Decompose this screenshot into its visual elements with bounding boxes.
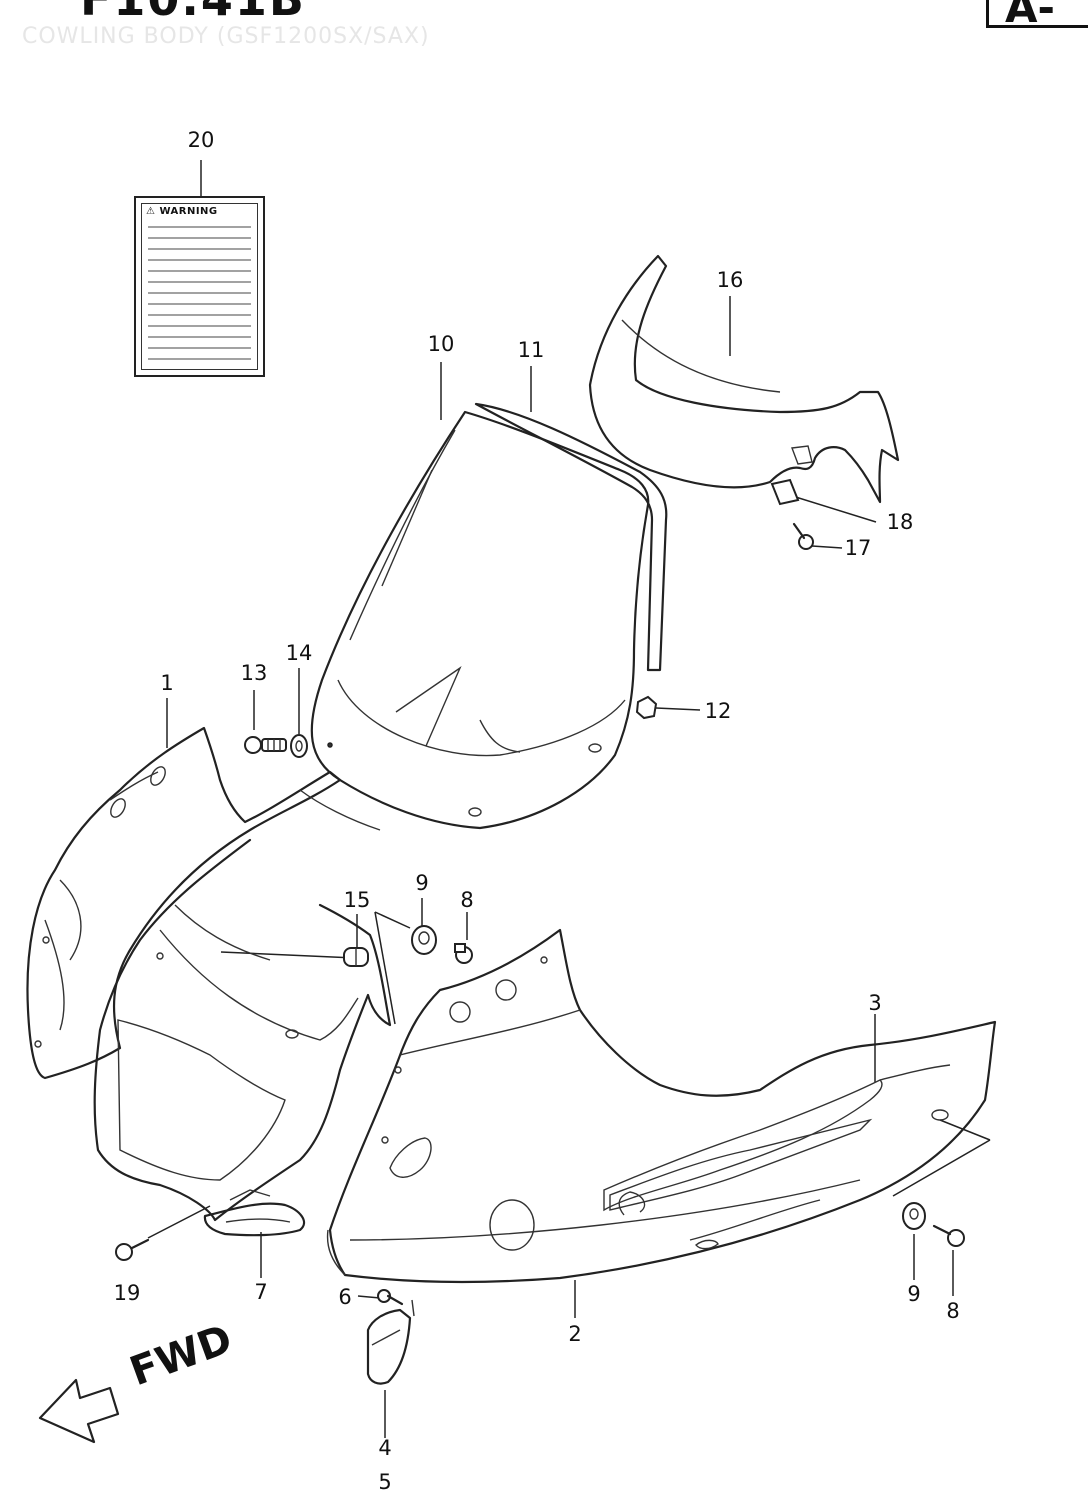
callout-7: 7: [254, 1280, 268, 1304]
part-1-left-side-cowl: [26, 726, 342, 1080]
leader-lines: [147, 160, 991, 1438]
callout-12: 12: [704, 699, 732, 723]
callout-13: 13: [240, 661, 268, 685]
part-4-5-small-cover: [366, 1299, 415, 1385]
part-13-screw: [244, 736, 287, 754]
callout-1: 1: [160, 671, 174, 695]
part-9-lower-spacer: [902, 1202, 926, 1230]
warning-heading: ⚠ WARNING: [146, 206, 218, 217]
part-19-screw: [115, 1238, 150, 1261]
callout-10: 10: [427, 332, 455, 356]
part-2-right-side-cowl: [326, 928, 997, 1284]
callout-20: 20: [187, 128, 215, 152]
part-11-trim: [474, 402, 668, 672]
callout-5: 5: [378, 1470, 392, 1494]
callout-19: 19: [113, 1281, 141, 1305]
part-20-warning-label: ⚠ WARNING: [134, 196, 265, 377]
callout-17: 17: [844, 536, 872, 560]
part-17-screw: [792, 522, 814, 550]
callout-8-lower: 8: [946, 1299, 960, 1323]
part-8-lower-bolt: [932, 1224, 965, 1247]
warning-label-frame: [141, 203, 258, 370]
part-18-clip: [770, 478, 800, 506]
part-6-screw: [377, 1289, 404, 1306]
diagram-title: F10.41B: [80, 0, 306, 26]
callout-9-upper: 9: [415, 871, 429, 895]
callout-15: 15: [343, 888, 371, 912]
callout-3: 3: [868, 991, 882, 1015]
forward-direction-arrow-icon: [38, 1378, 120, 1444]
callout-9-lower: 9: [907, 1282, 921, 1306]
part-7-bracket: [203, 1189, 306, 1237]
page-code-box: A-: [986, 0, 1088, 29]
warning-text-lines: [148, 226, 251, 363]
part-15-grommet: [343, 947, 369, 967]
part-16-inner-cover: [588, 254, 900, 504]
callout-6: 6: [338, 1285, 352, 1309]
part-10-windscreen: [310, 410, 650, 830]
callout-14: 14: [285, 641, 313, 665]
diagram-subtitle: COWLING BODY (GSF1200SX/SAX): [22, 24, 430, 49]
upper-cowl-headlight-frame: [93, 789, 392, 1222]
callout-8-upper: 8: [460, 888, 474, 912]
part-14-washer: [290, 734, 333, 758]
callout-11: 11: [517, 338, 545, 362]
part-9-upper-spacer: [411, 925, 437, 955]
part-8-upper-bolt: [454, 943, 473, 964]
callout-18: 18: [886, 510, 914, 534]
part-12-nut: [635, 695, 658, 720]
part-3-emblem: [603, 1064, 951, 1216]
callout-2: 2: [568, 1322, 582, 1346]
callout-16: 16: [716, 268, 744, 292]
callout-4: 4: [378, 1436, 392, 1460]
